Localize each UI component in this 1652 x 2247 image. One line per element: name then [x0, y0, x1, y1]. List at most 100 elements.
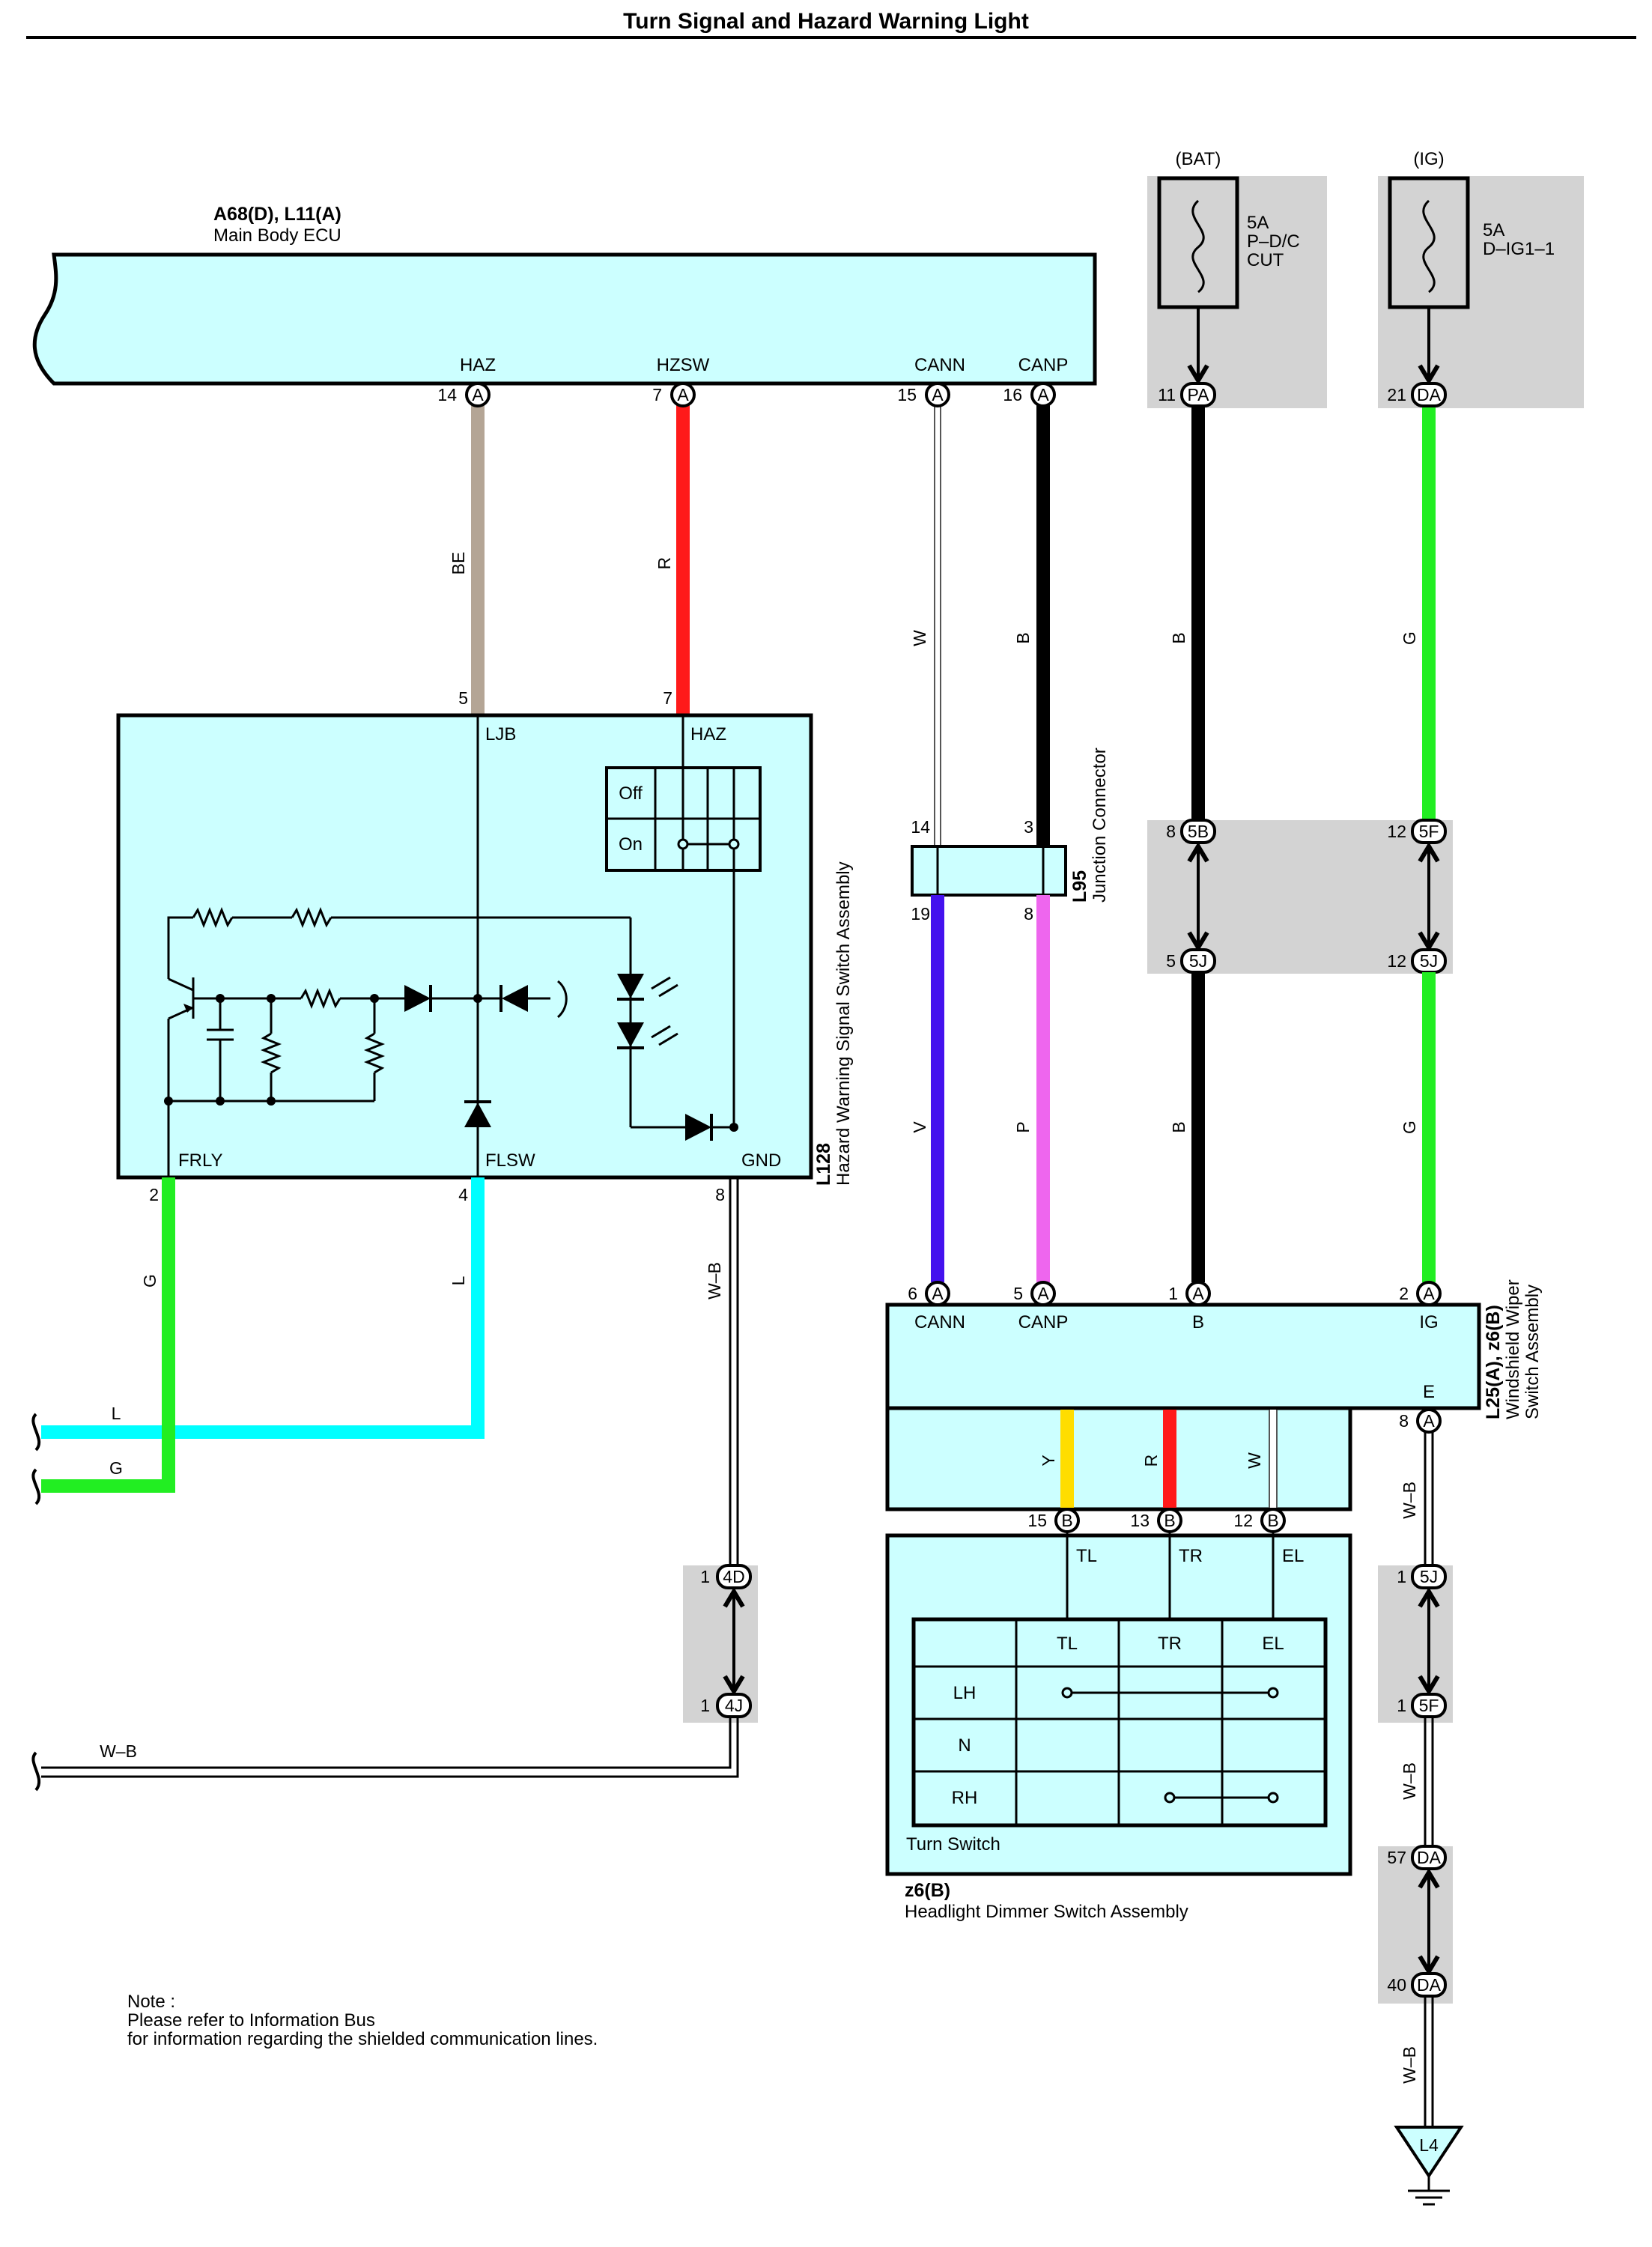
splice-5f-5j: 5F 12 5J 12 [1387, 819, 1447, 974]
wire-label-be: BE [449, 552, 468, 575]
ecu-pin-cann-label: CANN [914, 355, 965, 375]
diagram-title: Turn Signal and Hazard Warning Light [623, 9, 1029, 34]
wiper-desc-1: Windshield Wiper [1503, 1279, 1523, 1419]
svg-text:A: A [1037, 1284, 1049, 1303]
junction-pin-3: 3 [1024, 817, 1033, 837]
svg-text:12: 12 [1387, 951, 1406, 971]
note-line-1: Note : [127, 1992, 175, 2012]
fuse-ig-element [1422, 199, 1436, 294]
wire-label-g-lower: G [1400, 1121, 1419, 1134]
turn-table-row-n: N [958, 1735, 971, 1756]
svg-text:7: 7 [652, 385, 662, 404]
wire-l-flsw [41, 1177, 485, 1439]
wiper-label-cann: CANN [914, 1312, 965, 1332]
wire-label-wb-gnd: W–B [705, 1262, 724, 1300]
svg-text:A: A [472, 385, 484, 404]
hazard-frly-label: FRLY [178, 1150, 223, 1171]
svg-text:4D: 4D [723, 1567, 744, 1586]
svg-text:A: A [932, 1284, 944, 1303]
fuse-ig-name1: D–IG1–1 [1483, 239, 1555, 259]
wire-label-wb-e3: W–B [1400, 2046, 1419, 2084]
fuse-bat-element [1191, 199, 1205, 294]
svg-text:21: 21 [1387, 385, 1406, 404]
fuse-bat-name2: CUT [1247, 250, 1284, 270]
hazard-pin-2-num: 2 [149, 1185, 159, 1204]
turn-table-col-tl: TL [1057, 1634, 1078, 1654]
junction-pin-19: 19 [911, 904, 930, 924]
ecu-code: A68(D), L11(A) [213, 204, 341, 225]
wire-g-frly [41, 1177, 175, 1493]
svg-text:57: 57 [1387, 1848, 1406, 1867]
svg-text:1: 1 [1397, 1567, 1406, 1586]
svg-text:A: A [677, 385, 689, 404]
hazard-switch-code: L128 [813, 1143, 834, 1186]
fuse-ig-source: (IG) [1413, 149, 1444, 169]
wire-label-left-wb: W–B [100, 1741, 137, 1761]
wiper-b-pins: B 15 B 13 B 12 [1027, 1508, 1286, 1533]
hazard-diodes [164, 974, 738, 1141]
wiper-label-ig: IG [1419, 1312, 1438, 1332]
wire-label-v: V [910, 1121, 929, 1133]
svg-text:12: 12 [1233, 1511, 1253, 1530]
svg-text:4J: 4J [725, 1696, 743, 1715]
dimmer-term-tr: TR [1179, 1546, 1203, 1566]
svg-text:1: 1 [700, 1696, 710, 1715]
fuse-ig-box [1388, 176, 1470, 309]
svg-text:A: A [1423, 1284, 1435, 1303]
wire-label-b-bat: B [1169, 632, 1188, 643]
wiper-switch-lower-box [885, 1406, 1352, 1511]
svg-text:8: 8 [1399, 1411, 1409, 1431]
svg-text:2: 2 [1399, 1284, 1409, 1303]
svg-text:A: A [1423, 1411, 1435, 1431]
fuse-ig-amp: 5A [1483, 220, 1504, 240]
ecu-pin-canp-label: CANP [1018, 355, 1069, 375]
wire-label-g-frly: G [140, 1274, 160, 1288]
fuse-ig-pin: DA 21 [1387, 382, 1447, 407]
hazard-pin-4-num: 4 [458, 1185, 468, 1204]
hazard-haz-label: HAZ [690, 724, 726, 745]
svg-text:11: 11 [1158, 385, 1176, 404]
ground-symbol: L4 [1394, 2126, 1464, 2206]
turn-table-row-lh: LH [953, 1683, 977, 1703]
junction-desc: Junction Connector [1090, 748, 1110, 903]
wiper-switch-box [885, 1303, 1481, 1410]
hazard-state-off: Off [619, 783, 643, 804]
wiper-label-e: E [1423, 1382, 1435, 1402]
ecu-pin-haz-label: HAZ [460, 355, 496, 375]
svg-text:40: 40 [1387, 1975, 1406, 1995]
wire-label-b-canp: B [1013, 632, 1033, 643]
wire-label-b-lower: B [1169, 1121, 1188, 1132]
dimmer-term-el: EL [1282, 1546, 1304, 1566]
wiper-desc-2: Switch Assembly [1522, 1285, 1543, 1419]
svg-text:B: B [1164, 1511, 1175, 1530]
turn-table-col-el: EL [1262, 1634, 1284, 1654]
svg-text:15: 15 [1027, 1511, 1047, 1530]
svg-text:16: 16 [1003, 385, 1022, 404]
svg-text:5: 5 [1013, 1284, 1023, 1303]
svg-text:DA: DA [1417, 1848, 1442, 1867]
svg-text:14: 14 [437, 385, 457, 404]
wire-label-p: P [1013, 1121, 1033, 1132]
note-line-3: for information regarding the shielded c… [127, 2029, 598, 2049]
svg-text:A: A [932, 385, 944, 404]
junction-pin-14: 14 [911, 817, 930, 837]
wiper-connector-pins: A 6 A 5 A 1 A 2 [908, 1281, 1442, 1306]
wire-break-l [31, 1413, 41, 1452]
wire-label-left-l: L [112, 1404, 121, 1423]
turn-switch-name: Turn Switch [906, 1834, 1000, 1855]
ecu-desc: Main Body ECU [213, 225, 341, 246]
wiper-e-pin: A 8 [1399, 1408, 1442, 1434]
hazard-flsw-label: FLSW [485, 1150, 535, 1171]
wire-break-g [31, 1468, 41, 1505]
dimmer-code: z6(B) [905, 1880, 950, 1901]
wiper-code: L25(A), z6(B) [1483, 1305, 1504, 1419]
svg-text:5J: 5J [1420, 1567, 1438, 1586]
wire-label-left-g: G [109, 1458, 123, 1478]
svg-text:A: A [1037, 385, 1049, 404]
fuse-ig-arrow [1418, 364, 1440, 385]
wire-label-wb-e1: W–B [1400, 1482, 1419, 1519]
svg-text:5F: 5F [1419, 1696, 1439, 1715]
wire-break-wb [31, 1751, 41, 1792]
svg-text:15: 15 [897, 385, 917, 404]
svg-text:A: A [1192, 1284, 1204, 1303]
